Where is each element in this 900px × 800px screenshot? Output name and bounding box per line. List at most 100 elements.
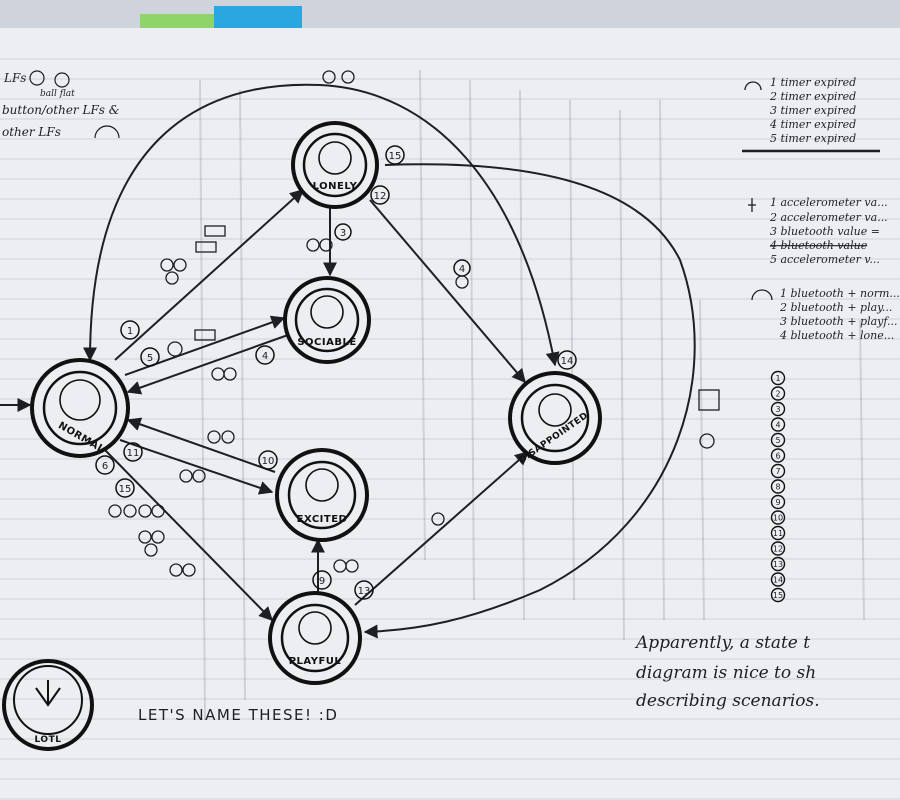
lotl-symbol: LOTL [2, 659, 94, 751]
half-ball-icon [94, 125, 120, 139]
edge-lonely-disappointed [369, 199, 526, 384]
legend-line: 1 timer expired [770, 76, 856, 89]
bluetooth-icon [751, 289, 773, 301]
transition-number: 9 [319, 576, 325, 587]
state-playful-label: PLAYFUL [289, 656, 342, 667]
numbered-circle [770, 510, 786, 525]
transition-number: 15 [389, 151, 402, 162]
edge-playful-disappointed [354, 451, 530, 606]
legend-line: 2 bluetooth + play... [779, 301, 892, 314]
edge-sociable-normal [126, 334, 289, 395]
numbered-circle-label: 2 [775, 390, 780, 399]
numbered-circle [770, 587, 786, 603]
excited-face-icon [305, 468, 339, 502]
margin-note-line: describing scenarios. [636, 691, 820, 711]
transition-number: 4 [262, 351, 268, 362]
accelerometer-icon [748, 198, 756, 212]
legend-line: 2 timer expired [769, 90, 856, 103]
legend-line: 4 bluetooth value [769, 239, 868, 252]
green-tab [140, 14, 230, 28]
note-line: LFs [3, 71, 26, 85]
numbered-circle [770, 541, 786, 556]
trigger-symbol-doodles [108, 70, 720, 577]
state-lonely-label: LONELY [313, 181, 358, 192]
legend-accelerometer: 1 accelerometer va... 2 accelerometer va… [748, 196, 888, 266]
legend-line: 1 accelerometer va... [770, 196, 888, 209]
margin-note: Apparently, a state t diagram is nice to… [634, 633, 820, 711]
numbered-circle-label: 7 [775, 467, 780, 476]
transition-number: 10 [262, 456, 275, 467]
numbered-circle-label: 4 [775, 421, 780, 430]
transition-number: 6 [102, 461, 108, 472]
numbered-circle-label: 13 [773, 560, 783, 569]
numbered-circle [770, 401, 786, 417]
state-normal: NORMAL [30, 358, 130, 458]
sociable-face-icon [310, 295, 344, 329]
transition-number: 1 [127, 326, 133, 337]
normal-face-icon [59, 379, 101, 421]
transition-number: 11 [127, 448, 140, 459]
playful-face-icon [298, 611, 332, 645]
state-sociable-label: SOCIABLE [297, 337, 356, 348]
numbered-circle-label: 11 [773, 529, 783, 538]
state-excited-label: EXCITED [297, 514, 348, 525]
state-disappointed: DISAPPOINTED [508, 371, 602, 466]
arc-lonely-playful [363, 163, 696, 639]
note-line: ball flat [40, 89, 75, 99]
state-playful: PLAYFUL [268, 591, 362, 685]
legend-line: 2 accelerometer va... [769, 211, 888, 224]
transition-number: 14 [561, 356, 574, 367]
legend-line: 1 bluetooth + norm... [780, 287, 900, 300]
numbered-circle-label: 10 [773, 514, 783, 523]
numbered-circle-label: 14 [773, 576, 783, 585]
numbered-circle-label: 1 [775, 374, 780, 383]
legend-line: 4 timer expired [769, 118, 856, 131]
ball-icon [54, 72, 70, 88]
legend-line: 5 accelerometer v... [770, 253, 880, 266]
numbered-circle [770, 432, 786, 448]
transition-number: 15 [119, 484, 132, 495]
edge-excited-normal [126, 417, 276, 473]
antenna-icon [35, 680, 61, 707]
numbered-circle [770, 494, 786, 510]
numbered-circle-label: 5 [775, 436, 780, 445]
transition-number: 13 [358, 586, 371, 597]
margin-note-line: diagram is nice to sh [636, 663, 816, 683]
legend-bluetooth: 1 bluetooth + norm... 2 bluetooth + play… [751, 287, 900, 342]
transition-number: 4 [459, 264, 465, 275]
ball-icon [29, 70, 45, 86]
disappointed-face-icon [538, 393, 572, 427]
ruled-lines [0, 40, 900, 800]
top-left-notes: LFs ball flat button/other LFs & other L… [2, 70, 120, 139]
state-sociable: SOCIABLE [283, 276, 371, 364]
state-lonely: LONELY [291, 121, 379, 209]
numbered-circle-label: 12 [773, 545, 783, 554]
numbered-circle [770, 525, 786, 541]
lonely-face-icon [318, 141, 352, 175]
numbered-circle [770, 370, 786, 386]
legend-line: 3 timer expired [770, 104, 856, 117]
bleed-through-text [199, 69, 865, 721]
legend-timer: 1 timer expired 2 timer expired 3 timer … [742, 76, 880, 153]
blue-tab [214, 6, 302, 28]
numbered-circle [770, 448, 786, 463]
edge-normal-playful [104, 449, 273, 621]
margin-note-line: Apparently, a state t [634, 633, 810, 653]
numbered-circle [770, 572, 786, 587]
arc-normal-disappointed [83, 83, 560, 367]
legend-line: 5 timer expired [770, 132, 856, 145]
transition-number: 12 [374, 191, 387, 202]
numbered-circle-label: 9 [775, 498, 780, 507]
numbered-circle [770, 463, 786, 479]
transition-number: 3 [340, 228, 346, 239]
edge-normal-excited [119, 439, 274, 495]
numbered-circle-label: 15 [773, 591, 783, 600]
transition-number: 5 [147, 353, 153, 364]
legend-line: 3 bluetooth + playf... [780, 315, 898, 328]
numbered-circle-label: 6 [775, 452, 780, 461]
note-line: button/other LFs & [2, 103, 120, 117]
legend-line: 4 bluetooth + lone... [779, 329, 894, 342]
